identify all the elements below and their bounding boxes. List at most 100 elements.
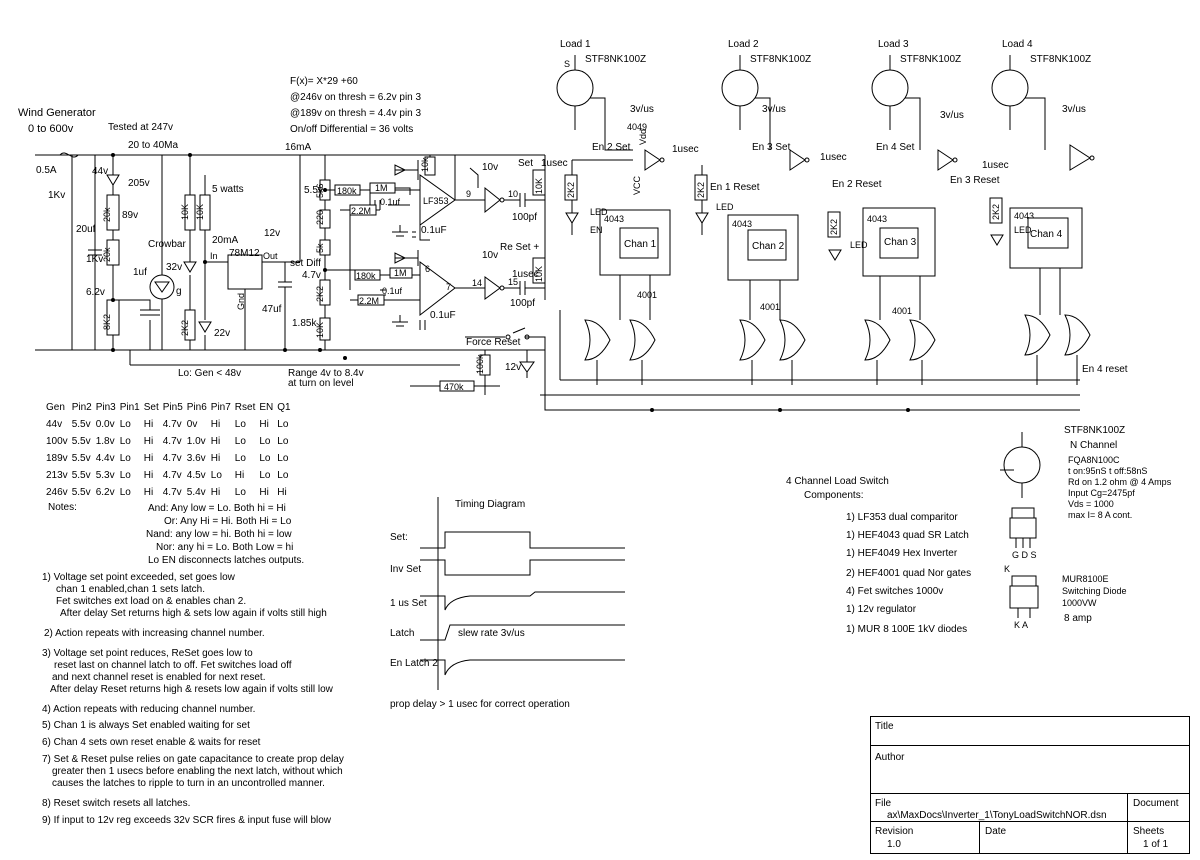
node-5v5-label: 5.5v	[304, 185, 323, 196]
cap-100pf-b: 100pf	[510, 298, 535, 309]
state-table-cell: Lo	[210, 470, 222, 481]
state-table-cell: 4.4v	[95, 453, 115, 464]
state-table-cell: 5.5v	[71, 436, 91, 447]
logic-line-1: Or: Any Hi = Hi. Both Hi = Lo	[164, 516, 292, 527]
note-1b: chan 1 enabled,chan 1 sets latch.	[56, 584, 205, 595]
state-table-cell: Lo	[119, 436, 131, 447]
reg-out-label: Out	[263, 251, 278, 261]
state-table-cell: 100v	[46, 436, 68, 447]
en3-reset-label: En 3 Reset	[950, 175, 1000, 186]
note-1c: Fet switches ext load on & enables chan …	[56, 596, 247, 607]
resistor-2k2-led1: 2K2	[566, 182, 576, 198]
state-table-cell: 5.4v	[186, 487, 206, 498]
state-table-cell: Lo	[119, 419, 131, 430]
state-table-cell: Hi	[277, 487, 287, 498]
fet-3-label: STF8NK100Z	[900, 54, 961, 65]
fet1-d-pin: S	[564, 59, 570, 69]
note-5: 5) Chan 1 is always Set enabled waiting …	[42, 720, 250, 731]
zener-22v-label: 22v	[214, 328, 230, 339]
pulse-b-label: 1usec	[820, 152, 847, 163]
load-1-label: Load 1	[560, 39, 591, 50]
fet-spec-channel: N Channel	[1070, 440, 1117, 451]
col-en: EN	[259, 402, 274, 413]
resistor-180k-b: 180k	[356, 271, 376, 281]
revision-label: Revision	[875, 826, 914, 837]
component-3: 2) HEF4001 quad Nor gates	[846, 568, 972, 579]
state-table-cell: 246v	[46, 487, 68, 498]
zener-12v-label: 12v	[505, 362, 521, 373]
state-table-cell: 4.5v	[186, 470, 206, 481]
state-table-cell: 5.5v	[71, 453, 91, 464]
fet-2-slew: 3v/us	[762, 104, 786, 115]
col-q1: Q1	[277, 402, 291, 413]
opamp-lf353-label: LF353	[423, 196, 449, 206]
load-3-label: Load 3	[878, 39, 909, 50]
set-diff-label: set Diff	[290, 258, 321, 269]
led-2-label: LED	[716, 202, 734, 212]
fet-spec-symbol: STF8NK100Z N Channel FQA8N100C t on:95nS…	[1000, 425, 1172, 560]
node-1-85k-label: 1.85k	[292, 318, 317, 329]
note-3c: and next channel reset is enabled for ne…	[52, 672, 266, 683]
turn-on-label: at turn on level	[288, 378, 354, 389]
resistor-10k-c: 10k	[420, 157, 430, 172]
set-pulse-label: 1usec	[541, 158, 568, 169]
note-3a: 3) Voltage set point reduces, ReSet goes…	[42, 648, 253, 659]
state-table-cell: Hi	[210, 419, 221, 430]
cap-01uf-a: 0.1uf	[380, 197, 401, 207]
en3-set-label: En 3 Set	[752, 142, 791, 153]
node-4v7-label: 4.7v	[302, 270, 321, 281]
nor-4001-1: 4001	[637, 290, 657, 300]
col-pin1: Pin1	[119, 402, 140, 413]
logic-line-4: Lo EN disconnects latches outputs.	[148, 555, 305, 566]
resistor-2k2-led4: 2K2	[991, 204, 1001, 220]
reset-label: Re Set +	[500, 242, 539, 253]
state-table-cell: Lo	[234, 436, 246, 447]
comparator-section: 5k6 5.5v 220 5k set Diff 4.7v 2K2 1.85k …	[290, 154, 1080, 411]
wind-generator-label: Wind Generator	[18, 107, 96, 119]
sheets-value: 1 of 1	[1143, 839, 1169, 850]
state-table-cell: Hi	[259, 487, 269, 498]
latch-3-chip: 4043	[867, 214, 887, 224]
timing-latch-label: Latch	[390, 628, 414, 639]
pin-15-label: 15	[508, 277, 518, 287]
state-table: Gen Pin2 Pin3 Pin1 Set Pin5 Pin6 Pin7 Rs…	[44, 399, 293, 501]
note-7c: causes the latches to ripple to turn in …	[52, 778, 325, 789]
node-10v-a: 10v	[482, 162, 498, 173]
state-table-cell: Lo	[259, 436, 271, 447]
tested-label: Tested at 247v	[108, 122, 173, 133]
note-3b: reset last on channel latch to off. Fet …	[54, 660, 292, 671]
sheets-label: Sheets	[1133, 826, 1165, 837]
resistor-5k6: 5k6	[315, 183, 325, 198]
latch-1-en: EN	[590, 225, 603, 235]
state-table-cell: 213v	[46, 470, 68, 481]
state-table-cell: Lo	[277, 419, 289, 430]
fet-spec-line-3: Input Cg=2475pf	[1068, 488, 1135, 498]
col-pin6: Pin6	[186, 402, 207, 413]
fet-pin-labels: G D S	[1012, 550, 1037, 560]
resistor-100k: 100k	[475, 354, 485, 374]
set-label: Set	[518, 158, 533, 169]
cap-01uf-c: 0.1uf	[382, 286, 403, 296]
resistor-20k-b: 20k	[102, 247, 112, 262]
cap-47uf-label: 47uf	[262, 304, 282, 315]
state-table-cell: Lo	[119, 453, 131, 464]
diode-spec-symbol: K K A MUR8100E Switching Diode 1000VW 8 …	[1004, 564, 1127, 630]
fet-4-label: STF8NK100Z	[1030, 54, 1091, 65]
channel-section: Load 1 S STF8NK100Z 3v/us En 2 Set 4049 …	[540, 39, 1128, 412]
led-4-label: LED	[1014, 225, 1032, 235]
logic-line-2: Nand: any low = hi. Both hi = low	[146, 529, 292, 540]
chip-4049-label: 4049	[627, 122, 647, 132]
current-label: 20 to 40Ma	[128, 140, 178, 151]
resistor-1m-b: 1M	[394, 268, 407, 278]
diode-44v-label: 44v	[92, 166, 108, 177]
channel-3-label: Chan 3	[884, 237, 917, 248]
fet-1-label: STF8NK100Z	[585, 54, 646, 65]
reg-current-label: 20mA	[212, 235, 238, 246]
state-table-cell: Hi	[143, 419, 154, 430]
cap-01uf-b: 0.1uF	[421, 225, 447, 236]
cap-01uf-d: 0.1uF	[430, 310, 456, 321]
load-4-label: Load 4	[1002, 39, 1033, 50]
notes-title: Notes:	[48, 502, 77, 513]
timing-title: Timing Diagram	[455, 499, 525, 510]
